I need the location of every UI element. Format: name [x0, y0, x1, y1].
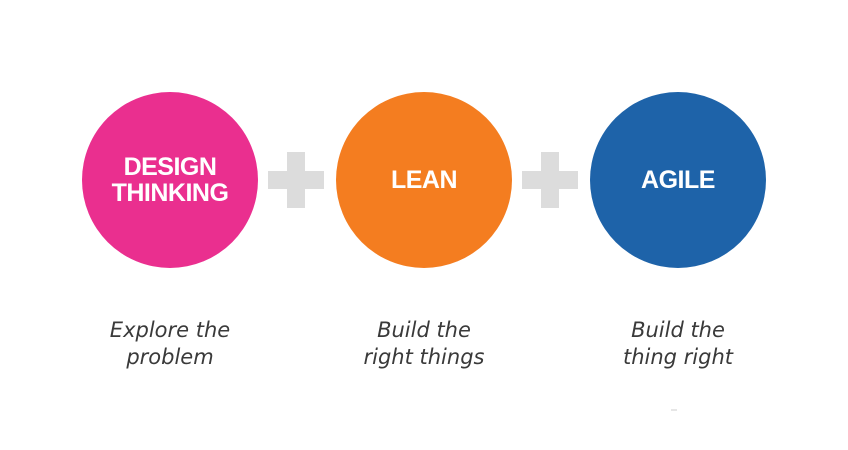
design-thinking-circle: DESIGN THINKING	[82, 92, 258, 268]
plus-icon	[522, 152, 578, 208]
design-thinking-caption: Explore the problem	[109, 318, 231, 369]
lean-circle: LEAN	[336, 92, 512, 268]
lean-label: LEAN	[390, 166, 458, 194]
lean-caption: Build the right things	[363, 318, 485, 369]
plus-icon	[268, 152, 324, 208]
agile-circle: AGILE	[590, 92, 766, 268]
agile-caption: Build the thing right	[622, 318, 734, 369]
decorative-mark	[671, 409, 677, 411]
agile-label: AGILE	[641, 166, 715, 194]
design-thinking-label: DESIGN THINKING	[111, 153, 229, 207]
